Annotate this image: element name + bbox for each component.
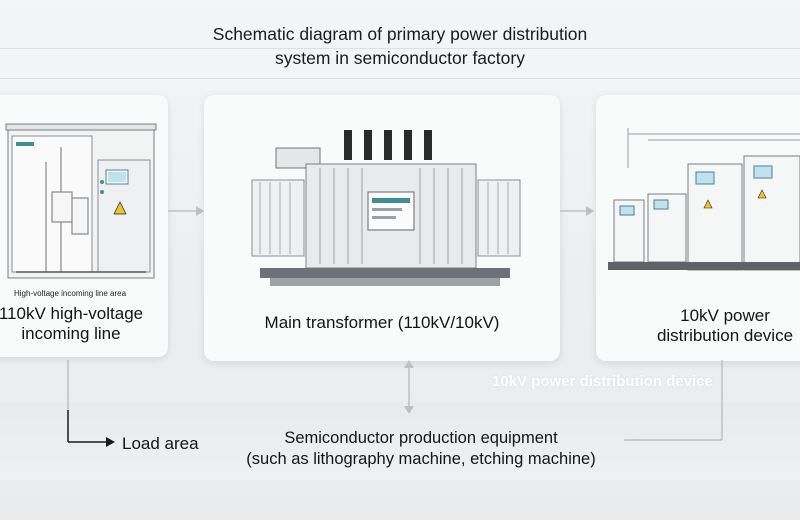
production-equipment-label: Semiconductor production equipment (such… — [228, 428, 614, 470]
incoming-line-area-label: High-voltage incoming line area — [14, 289, 127, 298]
arrow-transformer-to-distribution — [560, 206, 594, 216]
title-line-1: Schematic diagram of primary power distr… — [212, 24, 588, 44]
frame-line-top — [0, 48, 800, 49]
arrow-incoming-to-load-area — [67, 360, 115, 447]
frame-line-upper — [0, 78, 800, 79]
distribution-device-label-2: distribution device — [656, 326, 794, 345]
incoming-line-label-1: 110kV high-voltage — [0, 304, 144, 323]
distribution-cabinets-illustration — [608, 128, 800, 271]
production-equipment-label-2: (such as lithography machine, etching ma… — [246, 450, 596, 468]
transformer-label: Main transformer (110kV/10kV) — [264, 313, 500, 332]
bottom-band — [0, 402, 800, 480]
distribution-device-label-1: 10kV power — [680, 306, 770, 325]
title-line-2: system in semiconductor factory — [275, 48, 525, 68]
transformer-illustration — [251, 130, 521, 286]
incoming-line-label-2: incoming line — [21, 324, 121, 343]
distribution-device-ghost-label: 10kV power distribution device — [492, 373, 713, 390]
distribution-device-label: 10kV power distribution device — [630, 306, 800, 346]
production-equipment-label-1: Semiconductor production equipment — [284, 429, 558, 447]
incoming-line-label: 110kV high-voltage incoming line — [0, 304, 152, 344]
load-area-label: Load area — [122, 434, 199, 453]
connector-distribution-to-production — [624, 360, 723, 441]
arrow-incoming-to-transformer — [168, 206, 204, 216]
arrow-transformer-to-production — [404, 360, 414, 414]
diagram-title: Schematic diagram of primary power distr… — [0, 22, 800, 70]
switchgear-cabinet-illustration — [5, 123, 157, 279]
